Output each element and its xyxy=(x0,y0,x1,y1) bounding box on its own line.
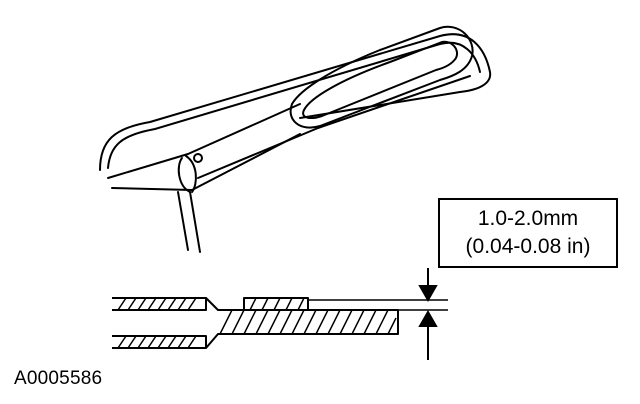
swivel-cap xyxy=(177,157,191,193)
hatching xyxy=(117,297,397,349)
hatch-left-upper xyxy=(117,297,197,311)
gap-spec-metric: 1.0-2.0mm xyxy=(477,207,579,230)
support-leg-2 xyxy=(189,191,201,253)
left-upper-strip xyxy=(112,297,207,311)
top-tab xyxy=(243,297,309,310)
hook-end xyxy=(289,25,474,129)
gap-spec-callout: 1.0-2.0mm (0.04-0.08 in) xyxy=(438,198,618,268)
figure-id: A0005586 xyxy=(14,368,103,389)
left-lower-strip xyxy=(112,335,207,349)
swivel-pin xyxy=(193,153,203,163)
wiper-blade-assembly xyxy=(99,25,492,253)
blade-outer-outline-2 xyxy=(107,41,481,169)
hook-inner xyxy=(302,40,458,119)
hatch-right-body xyxy=(219,309,397,335)
hatch-top-tab xyxy=(249,297,305,311)
hatch-left-lower xyxy=(117,335,197,349)
support-leg xyxy=(177,191,189,251)
gap-spec-imperial: (0.04-0.08 in) xyxy=(465,235,591,258)
arrow-up-head xyxy=(418,309,438,327)
insert-cross-section xyxy=(112,297,448,349)
arm-upper-edge xyxy=(107,103,301,179)
swivel-cap-2 xyxy=(185,155,197,193)
arrow-down-head xyxy=(418,285,438,303)
blade-outer-outline xyxy=(99,33,492,171)
arm-long-edge xyxy=(197,75,471,179)
right-body xyxy=(205,297,399,349)
arm-lower-edge xyxy=(111,133,301,191)
dimension-arrows xyxy=(418,268,438,360)
